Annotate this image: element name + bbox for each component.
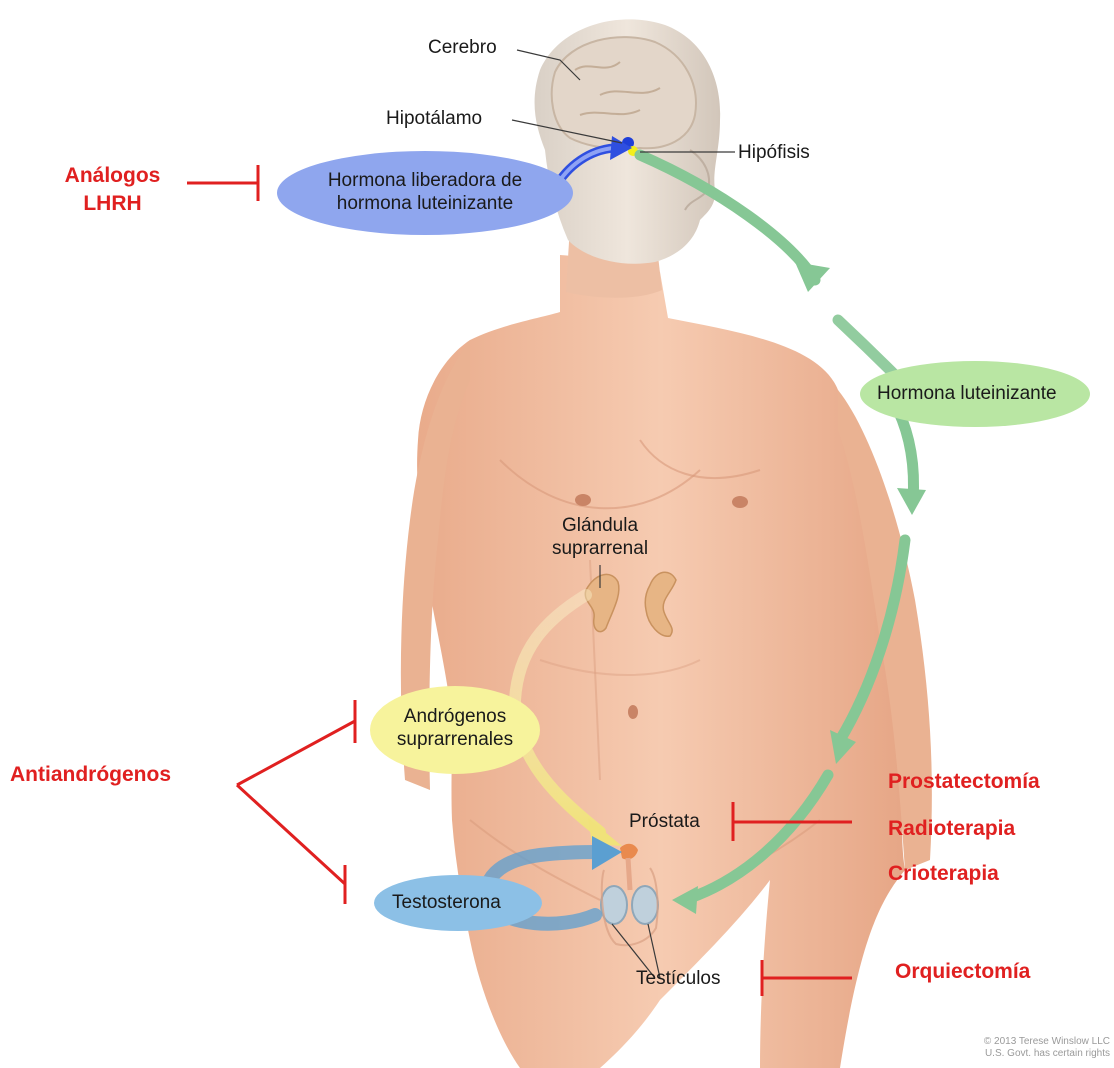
head [535, 19, 721, 263]
lh-label: Hormona luteinizante [877, 382, 1057, 405]
antiandrogens-inhibitor-upper [237, 700, 355, 785]
radiotherapy-label: Radioterapia [888, 815, 1015, 843]
right-testicle [632, 886, 658, 924]
glandula-label-line2: suprarrenal [520, 537, 680, 560]
navel [628, 705, 638, 719]
right-nipple [732, 496, 748, 508]
copyright-line1: © 2013 Terese Winslow LLC [984, 1036, 1110, 1048]
urethra [628, 858, 630, 890]
lhrh-analogs-label-line1: Análogos [50, 162, 175, 190]
antiandrogens-inhibitor-lower [237, 785, 345, 904]
glandula-label: Glándula suprarrenal [520, 514, 680, 560]
hipotalamo-label: Hipotálamo [386, 107, 482, 130]
human-body [401, 225, 932, 1068]
cerebro-label: Cerebro [428, 36, 497, 59]
antiandrogens-label: Antiandrógenos [10, 761, 171, 789]
cryotherapy-label: Crioterapia [888, 860, 999, 888]
copyright-line2: U.S. Govt. has certain rights [984, 1048, 1110, 1060]
lhrh-label-line1: Hormona liberadora de [300, 169, 550, 192]
torso-silhouette [417, 255, 905, 1068]
brain [552, 37, 696, 149]
adrenal-androgens-label-line1: Andrógenos [380, 705, 530, 728]
lhrh-analogs-label: Análogos LHRH [50, 162, 175, 218]
hipofisis-label: Hipófisis [738, 141, 810, 164]
copyright-notice: © 2013 Terese Winslow LLC U.S. Govt. has… [984, 1036, 1110, 1060]
lhrh-analogs-label-line2: LHRH [50, 190, 175, 218]
lh-arrowhead-1 [795, 262, 830, 292]
lhrh-analogs-inhibitor [187, 165, 258, 201]
testosterone-label: Testosterona [392, 891, 501, 914]
glandula-label-line1: Glándula [520, 514, 680, 537]
adrenal-androgens-label: Andrógenos suprarrenales [380, 705, 530, 751]
lhrh-label-line2: hormona luteinizante [300, 192, 550, 215]
lhrh-label: Hormona liberadora de hormona luteinizan… [300, 169, 550, 215]
prostatectomy-label: Prostatectomía [888, 768, 1040, 796]
orchiectomy-label: Orquiectomía [895, 958, 1030, 986]
left-nipple [575, 494, 591, 506]
testiculos-label: Testículos [636, 967, 720, 990]
prostata-label: Próstata [629, 810, 700, 833]
adrenal-androgens-label-line2: suprarrenales [380, 728, 530, 751]
lh-arrowhead-2 [897, 488, 926, 515]
